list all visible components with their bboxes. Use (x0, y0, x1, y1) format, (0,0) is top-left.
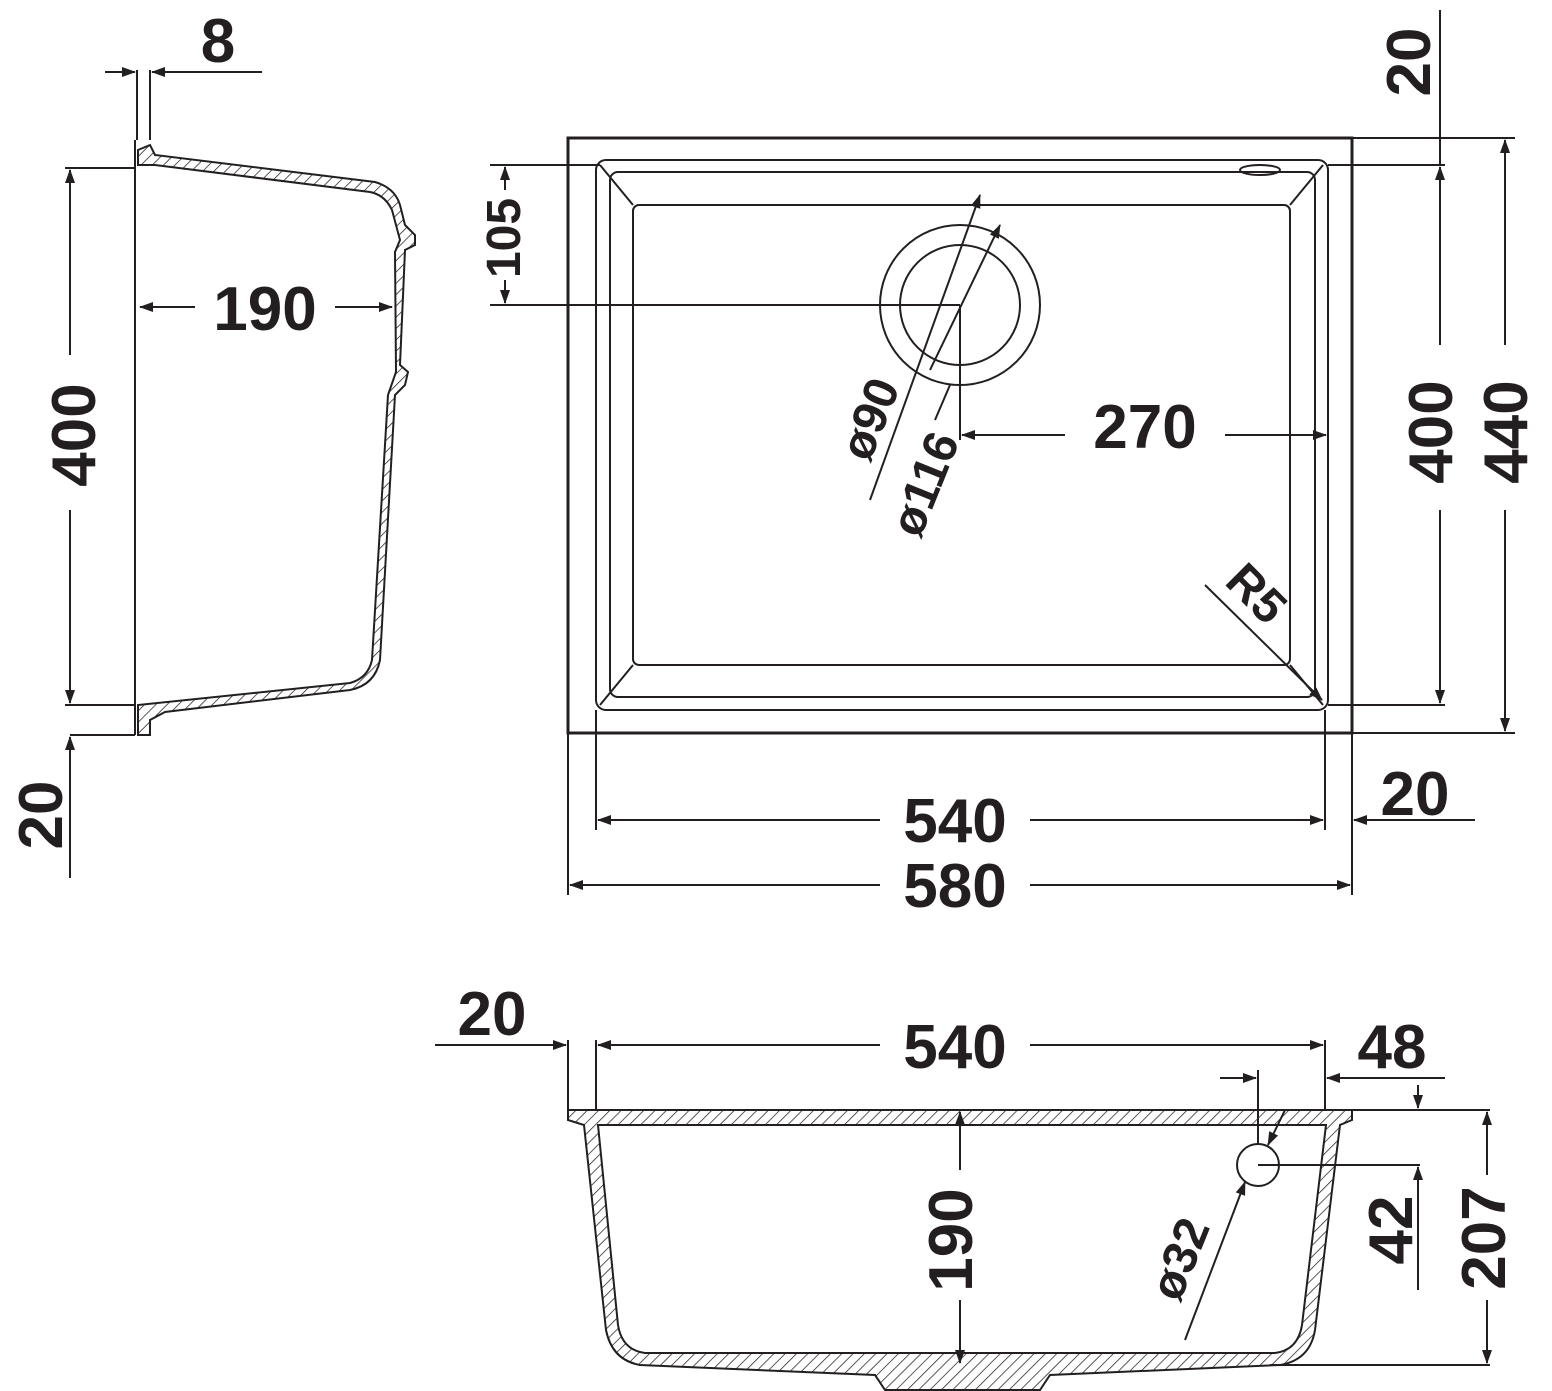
front-inner-width-label: 540 (903, 1013, 1006, 1082)
top-offset-label: 20 (1375, 28, 1444, 97)
corner-radius-label: R5 (1216, 554, 1297, 635)
side-offset-label: 20 (1381, 760, 1450, 829)
drain-inner-diameter-label: ø90 (831, 371, 911, 468)
overflow-height-label: 42 (1357, 1196, 1426, 1265)
side-length-label: 400 (40, 383, 109, 486)
side-flange-label: 8 (201, 7, 235, 76)
outer-length-label: 440 (1472, 380, 1541, 483)
side-depth-label: 190 (213, 275, 316, 344)
drain-center-label: 270 (1093, 393, 1196, 462)
front-depth-label: 190 (917, 1188, 986, 1291)
overflow-diameter-label: ø32 (1141, 1211, 1221, 1308)
drain-outer-diameter-label: ø116 (881, 425, 970, 544)
top-inner-width-label: 540 (903, 787, 1006, 856)
total-height-label: 207 (1450, 1186, 1519, 1289)
top-view: 105 ø90 ø116 270 400 440 20 R5 540 20 58 (478, 10, 1541, 921)
side-offset-label: 20 (7, 781, 76, 850)
outer-width-label: 580 (903, 852, 1006, 921)
flange-offset-label: 20 (458, 980, 527, 1049)
inner-length-label: 400 (1397, 380, 1466, 483)
drain-offset-label: 105 (478, 198, 531, 278)
front-view: 20 540 48 ø32 190 42 207 (435, 980, 1519, 1391)
overflow-offset-label: 48 (1358, 1013, 1427, 1082)
side-view: 400 190 8 20 (7, 7, 416, 878)
